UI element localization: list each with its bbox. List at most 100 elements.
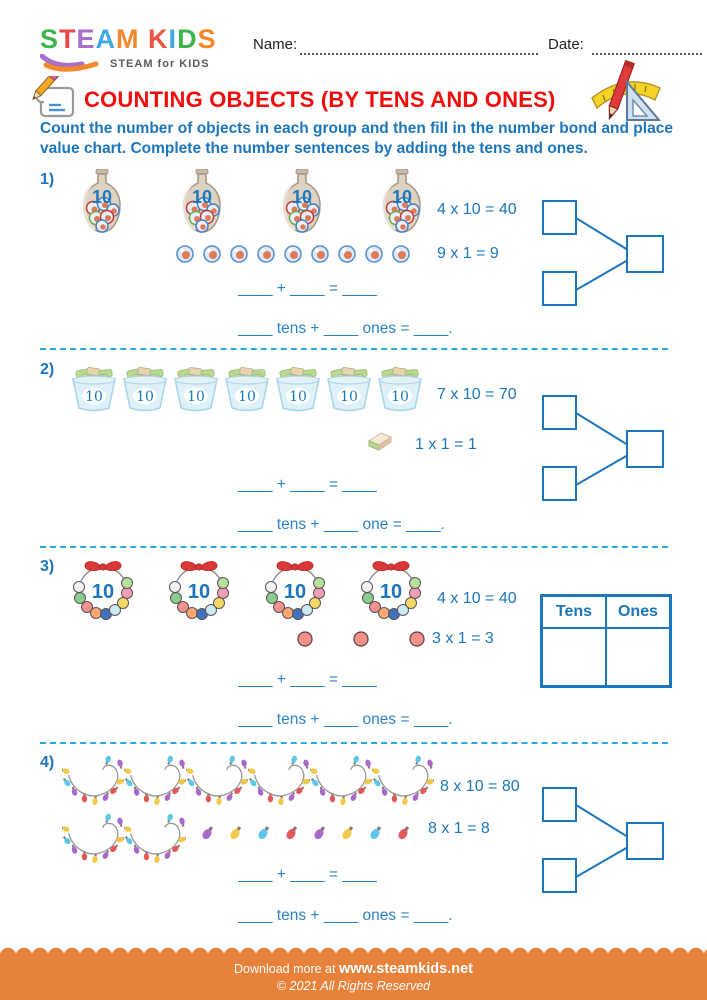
svg-text:10: 10 [136, 389, 154, 405]
section-4-ones-equation: 8 x 1 = 8 [428, 820, 490, 837]
footer-download-prefix: Download more at [234, 962, 339, 976]
light-bulb [202, 826, 214, 840]
section-3-number: 3) [40, 558, 55, 575]
place-value-table: Tens Ones [540, 594, 672, 688]
marble [203, 245, 221, 263]
marble [257, 245, 275, 263]
section-1-word-sentence[interactable]: ____ tens + ____ ones = ____. [238, 320, 453, 337]
string-of-lights [372, 755, 434, 806]
section-1-ones-equation: 9 x 1 = 9 [437, 245, 499, 262]
logo-swoosh-icon [40, 54, 99, 72]
name-label: Name: [253, 36, 298, 53]
svg-text:10: 10 [284, 581, 306, 603]
svg-text:10: 10 [187, 389, 205, 405]
pencil-scroll-icon [32, 70, 80, 127]
string-of-lights [186, 755, 248, 806]
tens-answer-cell[interactable] [542, 628, 606, 686]
section-2-word-sentence[interactable]: ____ tens + ____ one = ____. [238, 516, 445, 533]
section-2-number: 2) [40, 361, 55, 378]
light-bulb [398, 826, 410, 840]
name-blank-line[interactable] [300, 37, 538, 55]
section-4-tens-group-row1 [62, 754, 434, 808]
section-2-tens-group: 10 10 10 [70, 366, 424, 412]
svg-text:10: 10 [392, 187, 412, 207]
section-4-number: 4) [40, 754, 55, 771]
light-bulb [286, 826, 298, 840]
eraser [367, 432, 393, 451]
section-2-ones-equation: 1 x 1 = 1 [415, 436, 477, 453]
footer-copyright: © 2021 All Rights Reserved [276, 979, 431, 993]
number-bond[interactable] [540, 785, 672, 902]
footer-site-link[interactable]: www.steamkids.net [338, 961, 473, 977]
svg-text:10: 10 [380, 581, 402, 603]
section-divider [40, 742, 668, 744]
marble [365, 245, 383, 263]
light-bulb [230, 826, 242, 840]
tens-column-header: Tens [542, 596, 606, 628]
cup-of-erasers: 10 [123, 367, 167, 412]
date-label: Date: [548, 36, 584, 53]
section-2-ones-group [366, 430, 394, 452]
bottle-of-marbles: 10 [282, 169, 321, 233]
cup-of-erasers: 10 [72, 367, 116, 412]
instructions-text: Count the number of objects in each grou… [40, 120, 673, 158]
section-3-tens-equation: 4 x 10 = 40 [437, 590, 517, 607]
marble [284, 245, 302, 263]
cup-of-erasers: 10 [276, 367, 320, 412]
logo-tagline: STEAM for KIDS [110, 58, 210, 70]
section-3-word-sentence[interactable]: ____ tens + ____ ones = ____. [238, 711, 453, 728]
number-bond[interactable] [540, 198, 672, 315]
bottle-of-marbles: 10 [82, 169, 121, 233]
light-bulb [258, 826, 270, 840]
section-1-tens-group: 10 10 10 10 [76, 169, 428, 235]
footer-download-line: Download more at www.steamkids.net [0, 956, 707, 977]
bead-necklace: 10 [73, 561, 133, 620]
page-title: COUNTING OBJECTS (BY TENS AND ONES) [84, 87, 556, 112]
svg-text:10: 10 [188, 581, 210, 603]
section-3-ones-equation: 3 x 1 = 3 [432, 630, 494, 647]
svg-text:10: 10 [292, 187, 312, 207]
cup-of-erasers: 10 [174, 367, 218, 412]
section-4-tens-group-row2 [62, 812, 186, 866]
number-bond[interactable] [540, 393, 672, 510]
section-4-word-sentence[interactable]: ____ tens + ____ ones = ____. [238, 907, 453, 924]
marble [338, 245, 356, 263]
section-1-addition-sentence[interactable]: ____ + ____ = ____ [238, 280, 377, 297]
string-of-lights [124, 755, 186, 806]
marble [176, 245, 194, 263]
footer: Download more at www.steamkids.net © 202… [0, 944, 707, 1000]
bottle-of-marbles: 10 [382, 169, 421, 233]
svg-text:10: 10 [192, 187, 212, 207]
section-2-tens-equation: 7 x 10 = 70 [437, 386, 517, 403]
section-4-tens-equation: 8 x 10 = 80 [440, 778, 520, 795]
section-4-ones-group [200, 824, 410, 842]
bead-necklace: 10 [265, 561, 325, 620]
section-4-addition-sentence[interactable]: ____ + ____ = ____ [238, 866, 377, 883]
bead-necklace: 10 [169, 561, 229, 620]
cup-of-erasers: 10 [327, 367, 371, 412]
footer-scallop-edge [0, 944, 707, 956]
ones-column-header: Ones [606, 596, 670, 628]
string-of-lights [124, 813, 186, 864]
section-3-addition-sentence[interactable]: ____ + ____ = ____ [238, 671, 377, 688]
light-bulb [370, 826, 382, 840]
section-2-addition-sentence[interactable]: ____ + ____ = ____ [238, 476, 377, 493]
marble [311, 245, 329, 263]
marble [392, 245, 410, 263]
string-of-lights [62, 755, 124, 806]
section-1-number: 1) [40, 171, 55, 188]
string-of-lights [62, 813, 124, 864]
cup-of-erasers: 10 [225, 367, 269, 412]
svg-text:10: 10 [92, 581, 114, 603]
section-divider [40, 546, 668, 548]
svg-text:10: 10 [238, 389, 256, 405]
svg-text:10: 10 [85, 389, 103, 405]
cup-of-erasers: 10 [378, 367, 422, 412]
string-of-lights [248, 755, 310, 806]
ruler-set-square-icon [589, 58, 663, 133]
date-blank-line[interactable] [592, 37, 702, 55]
bead [409, 631, 425, 647]
light-bulb [342, 826, 354, 840]
ones-answer-cell[interactable] [606, 628, 670, 686]
